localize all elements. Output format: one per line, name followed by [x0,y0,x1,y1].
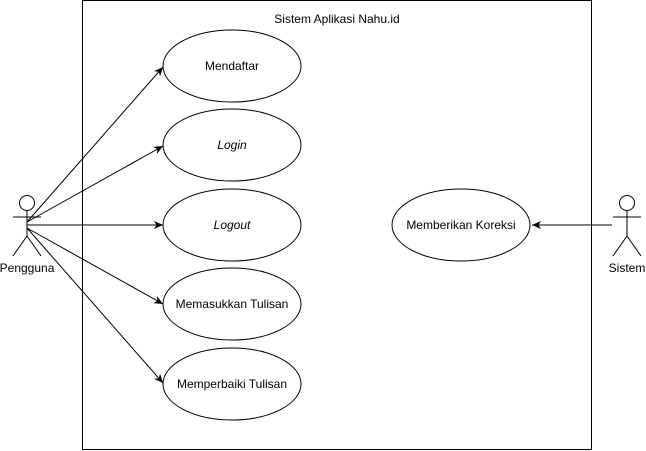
use-case-ellipse [162,108,302,182]
use-case-memasukkan: Memasukkan Tulisan [162,267,302,341]
actor-sistem: Sistem [609,195,646,275]
use-case-label-memperbaiki: Memperbaiki Tulisan [177,377,287,391]
use-case-memperbaiki: Memperbaiki Tulisan [162,347,302,421]
use-case-label-mendaftar: Mendaftar [205,59,259,73]
stick-figure-icon [612,195,642,257]
actor-label-pengguna: Pengguna [0,261,55,275]
actor-label-sistem: Sistem [609,261,646,275]
stick-figure-icon [12,195,42,257]
use-case-mendaftar: Mendaftar [162,29,302,103]
use-case-ellipse [162,188,302,262]
use-case-logout: Logout [162,188,302,262]
use-case-ellipse [391,188,531,262]
use-case-ellipse [162,347,302,421]
system-title: Sistem Aplikasi Nahu.id [274,12,399,26]
association-arrow-memperbaiki [26,227,164,384]
association-arrow-login [26,145,164,223]
use-case-label-koreksi: Memberikan Koreksi [406,218,515,232]
use-case-koreksi: Memberikan Koreksi [391,188,531,262]
use-case-label-login: Login [217,138,247,152]
use-case-ellipse [162,29,302,103]
association-arrow-memasukkan [26,227,164,305]
use-case-label-logout: Logout [214,218,251,232]
use-case-ellipse [162,267,302,341]
use-case-label-memasukkan: Memasukkan Tulisan [176,297,289,311]
association-arrow-mendaftar [26,66,164,223]
actor-pengguna: Pengguna [0,195,55,275]
use-case-login: Login [162,108,302,182]
